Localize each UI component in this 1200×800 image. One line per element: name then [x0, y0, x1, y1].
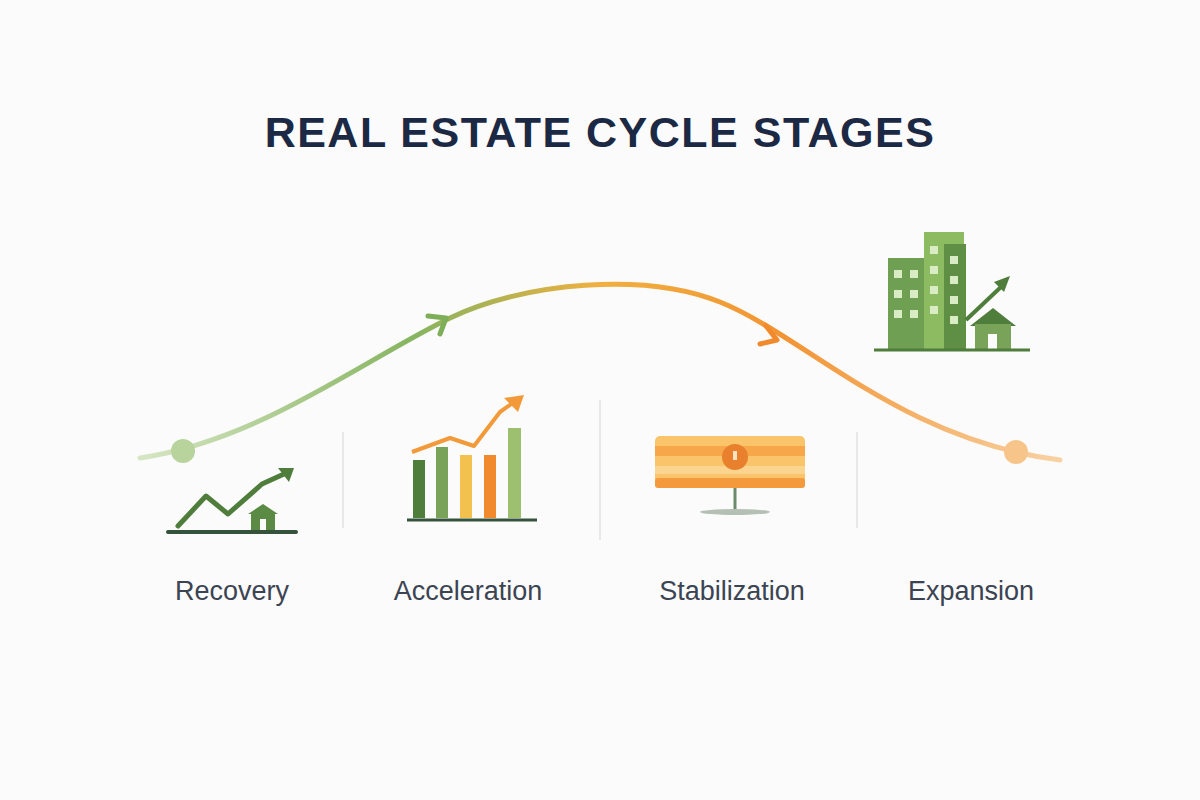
stage-label: Recovery: [112, 576, 352, 607]
end-dot: [1004, 440, 1028, 464]
arrow-head: [760, 326, 777, 344]
arrow-head: [428, 316, 446, 334]
stage-label: Stabilization: [612, 576, 852, 607]
start-dot: [171, 439, 195, 463]
stabilization-icon: [655, 436, 805, 515]
stage-label: Expansion: [851, 576, 1091, 607]
buildings-icon: [874, 232, 1030, 350]
stage-label: Acceleration: [348, 576, 588, 607]
dividers: [343, 400, 857, 540]
recovery-icon: [168, 468, 296, 532]
acceleration-icon: [407, 395, 537, 520]
diagram-title: REAL ESTATE CYCLE STAGES: [100, 108, 1100, 157]
